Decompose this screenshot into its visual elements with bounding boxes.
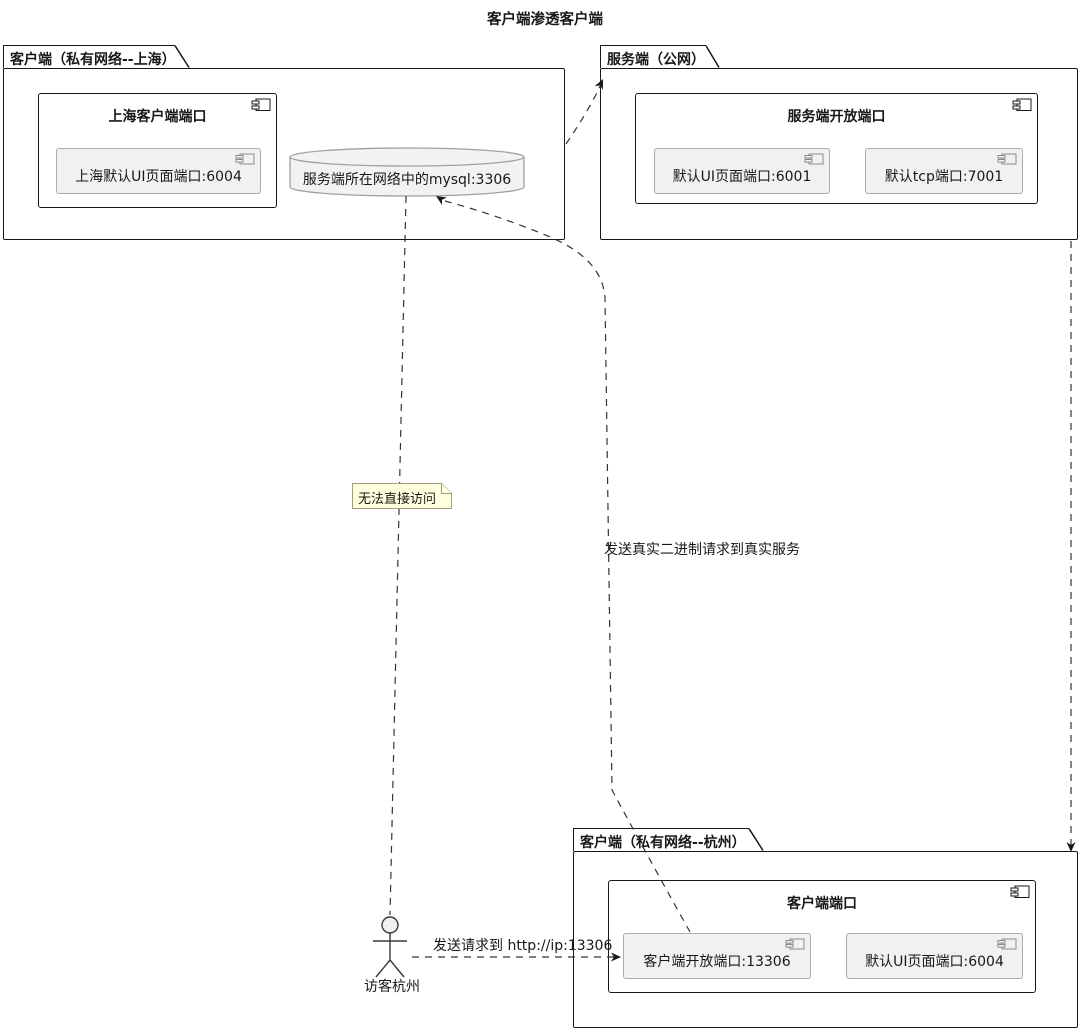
component-server-open-ports-title: 服务端开放端口	[787, 109, 886, 125]
component-icon	[804, 153, 824, 165]
component-icon	[997, 153, 1017, 165]
edge-label-http-request: 发送请求到 http://ip:13306	[433, 938, 613, 954]
component-icon	[785, 938, 805, 950]
diagram-title: 客户端渗透客户端	[487, 12, 603, 28]
package-server-public-label: 服务端（公网）	[607, 52, 705, 68]
component-hangzhou-client-port: 客户端端口 客户端开放端口:13306 默认UI页面端口:6004	[608, 880, 1036, 993]
component-hangzhou-ui-port-label: 默认UI页面端口:6004	[865, 953, 1004, 970]
component-server-tcp-port-label: 默认tcp端口:7001	[884, 168, 1004, 185]
edge-shanghai-to-server	[565, 81, 603, 145]
component-shanghai-client-port: 上海客户端端口 上海默认UI页面端口:6004	[38, 93, 277, 208]
component-hangzhou-open-port-label: 客户端开放端口:13306	[643, 953, 791, 970]
component-icon	[235, 153, 255, 165]
package-client-shanghai: 客户端（私有网络--上海） 上海客户端端口 上海默认UI页面端口:6004	[3, 45, 565, 240]
edge-label-binary-request: 发送真实二进制请求到真实服务	[604, 542, 800, 558]
package-server-public: 服务端（公网） 服务端开放端口 默认UI页面端口:6001	[600, 45, 1078, 240]
component-shanghai-ui-port: 上海默认UI页面端口:6004	[56, 148, 261, 194]
package-client-hangzhou-label: 客户端（私有网络--杭州）	[580, 835, 746, 851]
edge-visitor-to-mysql	[389, 195, 407, 916]
edge-hangzhou-port-to-mysql	[444, 200, 691, 933]
component-icon	[997, 938, 1017, 950]
package-client-hangzhou: 客户端（私有网络--杭州） 客户端端口 客户端开放端口:13306	[573, 828, 1078, 1028]
component-hangzhou-open-port: 客户端开放端口:13306	[623, 933, 811, 979]
component-icon	[1010, 885, 1030, 898]
note-cannot-access-directly-label: 无法直接访问	[358, 492, 437, 507]
component-icon	[251, 98, 271, 111]
actor-visitor-hangzhou-label: 访客杭州	[364, 979, 420, 995]
package-server-public-tab: 服务端（公网）	[600, 45, 706, 68]
component-server-open-ports: 服务端开放端口 默认UI页面端口:6001 默认tcp端口:7001	[635, 93, 1038, 204]
actor-visitor-hangzhou	[373, 916, 407, 978]
package-client-hangzhou-tab: 客户端（私有网络--杭州）	[573, 828, 749, 851]
component-server-tcp-port: 默认tcp端口:7001	[865, 148, 1023, 194]
component-server-ui-port-label: 默认UI页面端口:6001	[672, 168, 812, 185]
component-shanghai-ui-port-label: 上海默认UI页面端口:6004	[75, 168, 242, 185]
component-server-ui-port: 默认UI页面端口:6001	[654, 148, 830, 194]
actor-head	[381, 916, 399, 934]
note-cannot-access-directly: 无法直接访问	[352, 483, 452, 509]
note-fold-corner	[441, 483, 452, 494]
component-shanghai-client-port-title: 上海客户端端口	[108, 109, 207, 125]
component-hangzhou-client-port-title: 客户端端口	[787, 896, 857, 912]
component-icon	[1012, 98, 1032, 111]
component-hangzhou-ui-port: 默认UI页面端口:6004	[846, 933, 1023, 979]
package-client-shanghai-label: 客户端（私有网络--上海）	[10, 52, 176, 68]
package-client-shanghai-tab: 客户端（私有网络--上海）	[3, 45, 176, 68]
